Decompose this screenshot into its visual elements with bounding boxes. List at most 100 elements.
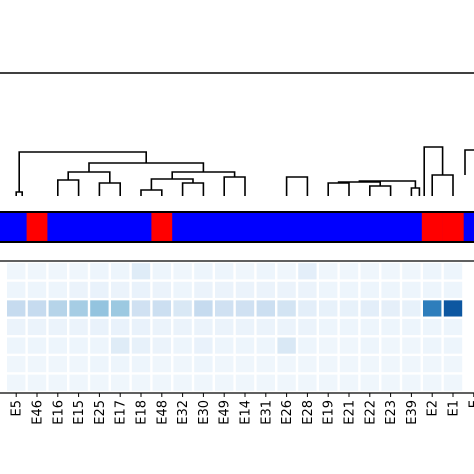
heatmap-cell (443, 300, 463, 317)
heatmap-cell (319, 337, 338, 354)
heatmap-cell (69, 356, 88, 373)
heatmap-cell (194, 300, 213, 317)
heatmap-cell (48, 300, 67, 317)
group-bar-segment (47, 212, 69, 242)
tick-label: E15 (72, 400, 87, 425)
heatmap-cell (111, 318, 130, 336)
heatmap-cell (27, 337, 47, 354)
heatmap-cell (319, 374, 338, 391)
heatmap-cell (443, 318, 463, 336)
heatmap-cell (402, 374, 421, 391)
heatmap-cell (360, 263, 379, 280)
tick-label: E21 (343, 400, 358, 425)
tick-label: E48 (155, 400, 170, 425)
tick-label: E2 (426, 400, 441, 417)
heatmap-cell (423, 318, 442, 336)
heatmap-cell (319, 318, 338, 336)
dendrogram (0, 72, 474, 196)
heatmap-cell (111, 263, 130, 280)
heatmap-cell (27, 318, 47, 336)
tick-label: E22 (363, 400, 378, 425)
heatmap-cell (27, 374, 47, 391)
group-bar-segment (172, 212, 194, 242)
heatmap-cell (215, 263, 234, 280)
heatmap-cell (423, 374, 442, 391)
heatmap-cell (256, 374, 275, 391)
heatmap-cell (381, 337, 400, 354)
heatmap-cell (402, 318, 421, 336)
heatmap-cell (69, 318, 88, 336)
heatmap-cell (194, 356, 213, 373)
heatmap-cell (215, 356, 234, 373)
heatmap-grid (0, 260, 474, 394)
heatmap-cell (381, 300, 400, 317)
heatmap-cell (69, 374, 88, 391)
heatmap-cell (277, 318, 296, 336)
heatmap-cell (381, 263, 400, 280)
heatmap-cell (360, 356, 379, 373)
heatmap-cell (90, 263, 109, 280)
heatmap-cell (215, 281, 234, 298)
heatmap-cell (152, 300, 171, 317)
heatmap-cell (215, 300, 234, 317)
group-bar-segment (359, 212, 381, 242)
heatmap-cell (131, 281, 151, 298)
heatmap-cell (235, 281, 255, 298)
heatmap-cell (152, 356, 171, 373)
group-bar-segment (442, 212, 464, 242)
heatmap-cell (173, 318, 192, 336)
heatmap-cell (298, 318, 317, 336)
heatmap-cell (131, 300, 151, 317)
heatmap-cell (173, 374, 192, 391)
heatmap-cell (7, 337, 26, 354)
heatmap-cell (423, 337, 442, 354)
heatmap-cell (339, 374, 359, 391)
heatmap-cell (402, 263, 421, 280)
heatmap-cell (256, 300, 275, 317)
heatmap-cell (173, 300, 192, 317)
group-bar-segment (89, 212, 111, 242)
heatmap-cell (339, 318, 359, 336)
heatmap-cell (48, 356, 67, 373)
heatmap-cell (423, 263, 442, 280)
heatmap-cell (7, 318, 26, 336)
group-bar-segment (130, 212, 152, 242)
tick-label: E23 (384, 400, 399, 425)
heatmap-cell (90, 318, 109, 336)
tick-label: E39 (405, 400, 420, 425)
heatmap-cell (90, 281, 109, 298)
heatmap-cell (277, 337, 296, 354)
tick-label: E1 (447, 400, 462, 417)
group-bar-segment (151, 212, 173, 242)
heatmap-cell (381, 374, 400, 391)
heatmap-cell (27, 281, 47, 298)
heatmap-cell (235, 374, 255, 391)
heatmap-cell (277, 300, 296, 317)
tick-label: E14 (239, 400, 254, 425)
heatmap-cell (152, 374, 171, 391)
heatmap-cell (194, 318, 213, 336)
heatmap-cell (111, 374, 130, 391)
group-bar-segment (68, 212, 90, 242)
heatmap-cell (443, 281, 463, 298)
group-color-bar (0, 211, 474, 243)
heatmap-cell (319, 263, 338, 280)
heatmap-cell (402, 337, 421, 354)
heatmap-cell (298, 374, 317, 391)
group-bar-frame (0, 211, 474, 243)
heatmap-cell (152, 281, 171, 298)
group-bar-segment (297, 212, 319, 242)
tick-label: E31 (259, 400, 274, 425)
heatmap-cell (235, 318, 255, 336)
heatmap-cell (173, 337, 192, 354)
heatmap-cell (339, 337, 359, 354)
group-bar-segment (213, 212, 235, 242)
heatmap-cell (7, 300, 26, 317)
tick-label: E16 (51, 400, 66, 425)
heatmap-cell (360, 318, 379, 336)
group-bar-segment (234, 212, 256, 242)
heatmap-cell (423, 356, 442, 373)
heatmap-cell (173, 263, 192, 280)
heatmap-cell (111, 300, 130, 317)
tick-label: E26 (280, 400, 295, 425)
